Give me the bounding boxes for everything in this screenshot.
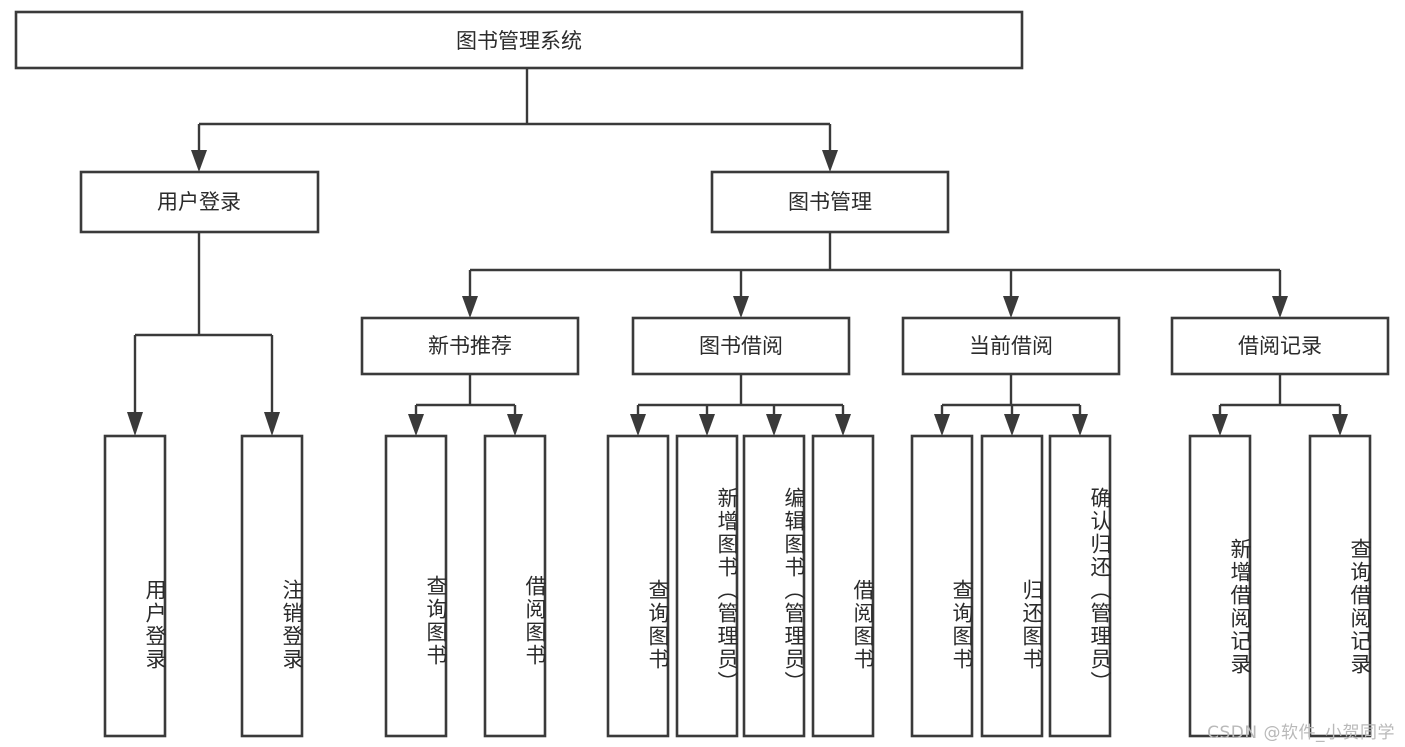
node-new-book-recommend-box[interactable]: [360, 316, 580, 376]
arrow-head-user-login: [191, 150, 207, 172]
leaf-edit-book-box[interactable]: [742, 434, 806, 738]
arrow-head-leaf-query-book-current: [934, 414, 950, 436]
node-book-management[interactable]: 图书管理: [710, 170, 950, 234]
arrow-head-book-management: [822, 150, 838, 172]
node-borrow-record[interactable]: 借阅记录: [1170, 316, 1390, 376]
arrow-head-new-book-recommend: [462, 296, 478, 318]
arrow-head-leaf-query-book-borrow: [630, 414, 646, 436]
leaf-add-book-box[interactable]: [675, 434, 739, 738]
leaf-confirm-return-box[interactable]: [1048, 434, 1112, 738]
leaf-add-borrow-record-box[interactable]: [1188, 434, 1252, 738]
connector-layer: [127, 68, 1348, 436]
leaf-query-book-current-box[interactable]: [910, 434, 974, 738]
node-root-label: 图书管理系统: [456, 29, 582, 53]
arrow-head-leaf-query-book-recommend: [408, 414, 424, 436]
node-current-borrow[interactable]: 当前借阅: [901, 316, 1121, 376]
leaf-user-logout-box[interactable]: [240, 434, 304, 738]
leaf-query-book-borrow-box[interactable]: [606, 434, 670, 738]
arrow-head-leaf-user-logout: [264, 412, 280, 436]
node-book-borrow-box[interactable]: [631, 316, 851, 376]
node-current-borrow-box[interactable]: [901, 316, 1121, 376]
node-book-borrow[interactable]: 图书借阅: [631, 316, 851, 376]
node-borrow-record-label: 借阅记录: [1238, 334, 1322, 358]
leaf-query-borrow-record-box[interactable]: [1308, 434, 1372, 738]
leaf-return-book-box[interactable]: [980, 434, 1044, 738]
node-root[interactable]: 图书管理系统: [14, 10, 1024, 70]
node-new-book-recommend-label: 新书推荐: [428, 334, 512, 358]
node-new-book-recommend[interactable]: 新书推荐: [360, 316, 580, 376]
arrow-head-book-borrow: [733, 296, 749, 318]
node-current-borrow-label: 当前借阅: [969, 334, 1053, 358]
node-book-borrow-label: 图书借阅: [699, 334, 783, 358]
arrow-head-current-borrow: [1003, 296, 1019, 318]
arrow-head-leaf-confirm-return: [1072, 414, 1088, 436]
arrow-head-leaf-add-book: [699, 414, 715, 436]
leaf-user-login-box[interactable]: [103, 434, 167, 738]
arrow-head-leaf-query-borrow-record: [1332, 414, 1348, 436]
leaf-borrow-book-box[interactable]: [811, 434, 875, 738]
arrow-head-borrow-record: [1272, 296, 1288, 318]
arrow-head-leaf-borrow-book-recommend: [507, 414, 523, 436]
node-root-box[interactable]: [14, 10, 1024, 70]
leaf-box-layer: [103, 434, 1372, 738]
node-user-login[interactable]: 用户登录: [79, 170, 320, 234]
arrow-head-leaf-user-login: [127, 412, 143, 436]
node-borrow-record-box[interactable]: [1170, 316, 1390, 376]
arrow-head-leaf-return-book: [1004, 414, 1020, 436]
arrow-head-leaf-borrow-book: [835, 414, 851, 436]
arrow-head-leaf-edit-book: [766, 414, 782, 436]
node-user-login-box[interactable]: [79, 170, 320, 234]
node-book-management-label: 图书管理: [788, 190, 872, 214]
leaf-borrow-book-recommend-box[interactable]: [483, 434, 547, 738]
arrow-head-leaf-add-borrow-record: [1212, 414, 1228, 436]
leaf-query-book-recommend-box[interactable]: [384, 434, 448, 738]
csdn-watermark: CSDN @软件_小贺同学: [1207, 723, 1395, 743]
node-book-management-box[interactable]: [710, 170, 950, 234]
node-user-login-label: 用户登录: [157, 190, 241, 214]
